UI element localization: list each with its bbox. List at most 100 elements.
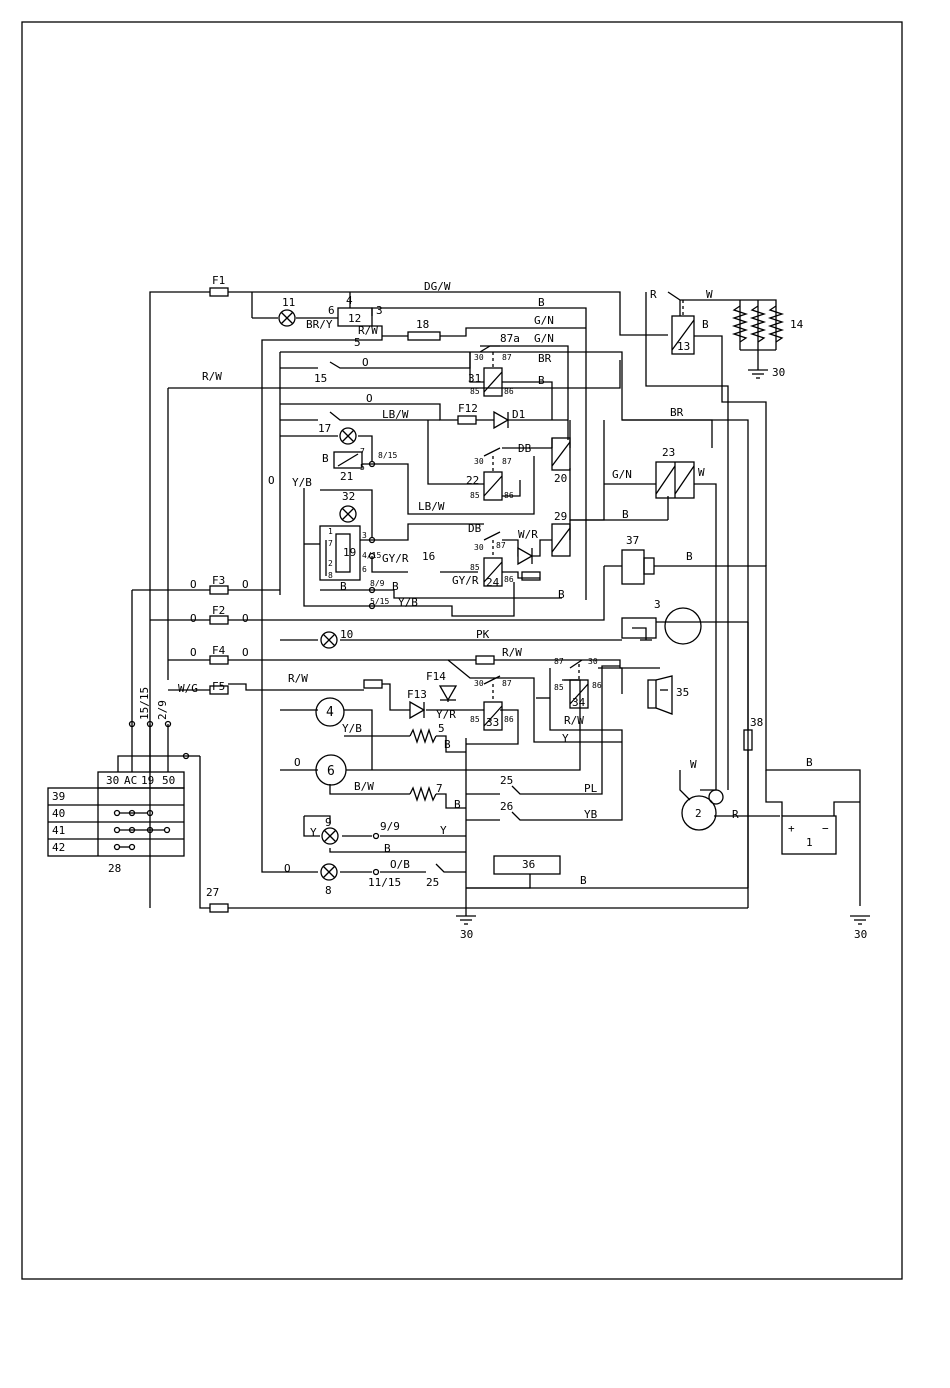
component-number: 3 (654, 598, 661, 611)
wire-color-label: Y (562, 732, 569, 745)
switch-19 (319, 525, 361, 581)
pin-label: 6 (362, 565, 367, 574)
wire-color-label: G/N (534, 332, 554, 345)
wire-color-label: BR (538, 352, 552, 365)
wire-color-label: LB/W (418, 500, 445, 513)
wiring (117, 291, 861, 912)
component-number: 14 (790, 318, 804, 331)
wire-color-label: B/W (354, 780, 374, 793)
ground-symbol (748, 369, 768, 379)
diode-label: D1 (512, 408, 525, 421)
ignition-row-40: 40 (52, 807, 65, 820)
wire-color-label: DG/W (424, 280, 451, 293)
component-number: 3 (376, 304, 383, 317)
wire-color-label: R/W (202, 370, 222, 383)
diode-24 (517, 546, 541, 581)
component-number: 19 (343, 546, 356, 559)
fuse-f4 (209, 655, 229, 665)
fuse-f14 (475, 655, 495, 665)
ground-label: 30 (854, 928, 867, 941)
component-number: 37 (626, 534, 639, 547)
fuse-f5 (209, 685, 229, 695)
wire-color-label: R/W (288, 672, 308, 685)
terminal-label: 87 (496, 541, 506, 550)
fuse-f3 (209, 585, 229, 595)
terminal-label: 30 (474, 457, 484, 466)
wire-color-label: B (580, 874, 587, 887)
wire-color-label: O (242, 578, 249, 591)
component-3 (621, 607, 702, 645)
relay-12 (337, 307, 373, 327)
wire-color-label: O (190, 612, 197, 625)
component-number: 21 (340, 470, 353, 483)
pin-label: 7 (360, 447, 365, 456)
component-number: 4 (326, 705, 334, 720)
pin-label: 5 (360, 463, 365, 472)
wire-color-label: GY/R (382, 552, 409, 565)
wire-color-label: Y (310, 826, 317, 839)
relay-34 (569, 659, 589, 709)
component-number: 29 (554, 510, 567, 523)
wire-color-label: B (538, 296, 545, 309)
ignition-row-39: 39 (52, 790, 65, 803)
diode-f13 (409, 700, 426, 720)
wire-color-label: B (322, 452, 329, 465)
component-number: 25 (500, 774, 513, 787)
terminal-label: 85 (470, 387, 480, 396)
wire-color-label: B (384, 842, 391, 855)
component-number: 17 (318, 422, 331, 435)
wire-color-label: BR/Y (306, 318, 333, 331)
connector-label: 4/15 (362, 551, 381, 560)
fuse-27 (209, 903, 229, 913)
component-number: 20 (554, 472, 567, 485)
component-number: 4 (346, 294, 353, 307)
ignition-header-30: 30 (106, 774, 119, 787)
wire-color-label: Y/R (436, 708, 456, 721)
fuse-f1 (209, 287, 229, 297)
component-number: 5 (354, 336, 361, 349)
relay-29 (551, 523, 571, 557)
wire-color-label: Y (440, 824, 447, 837)
wire-color-label: B (686, 550, 693, 563)
diode-f14 (438, 685, 458, 702)
page-frame (21, 21, 903, 1280)
wire-color-label: O (190, 646, 197, 659)
component-number: 32 (342, 490, 355, 503)
component-number: 23 (662, 446, 675, 459)
wire-color-label: R/W (502, 646, 522, 659)
fuse-label: F1 (212, 274, 225, 287)
wire-color-label: Y/B (398, 596, 418, 609)
wire-color-label: B (392, 580, 399, 593)
heater-14b (749, 305, 767, 343)
component-number: 35 (676, 686, 689, 699)
wire-color-label: B (340, 580, 347, 593)
terminal-label: 30 (474, 353, 484, 362)
component-number: 31 (468, 372, 481, 385)
component-number: 1 (806, 836, 813, 849)
connector-label: 2/9 (156, 700, 169, 720)
labels: F1 F3 F2 F4 F5 F12 F13 F14 D1 DG/W B G/N… (52, 274, 867, 941)
connector-label: 9/9 (380, 820, 400, 833)
wire-color-label: R/W (358, 324, 378, 337)
component-number: 6 (328, 304, 335, 317)
motor-4 (315, 697, 345, 727)
motor-2 (681, 789, 724, 831)
motor-6 (315, 754, 347, 786)
component-number: 12 (348, 312, 361, 325)
relay-13 (671, 300, 695, 355)
wire-color-label: O (366, 392, 373, 405)
component-number: 26 (500, 800, 513, 813)
component-number: 36 (522, 858, 535, 871)
wire-color-label: B (538, 374, 545, 387)
component-number: 10 (340, 628, 353, 641)
ground-label: 30 (772, 366, 785, 379)
wire-color-label: DB (518, 442, 532, 455)
wire-color-label: O (268, 474, 275, 487)
component-number: 27 (206, 886, 219, 899)
components (47, 287, 870, 925)
wire-color-label: W (706, 288, 713, 301)
fuse-label: F14 (426, 670, 446, 683)
wire-color-label: B (454, 798, 461, 811)
wire-color-label: DB (468, 522, 482, 535)
switch-contacts-41 (113, 826, 171, 834)
